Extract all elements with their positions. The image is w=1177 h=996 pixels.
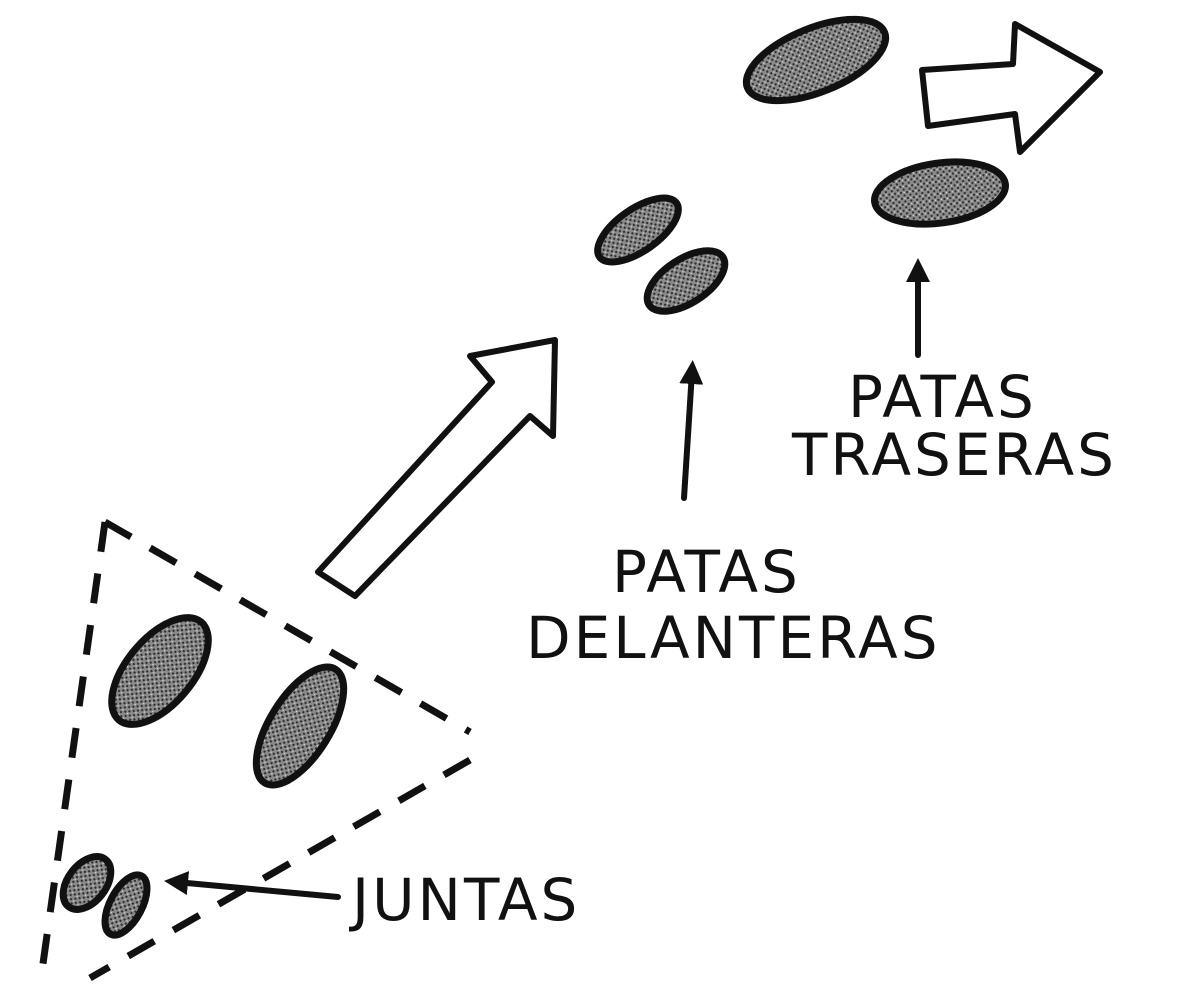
joined-print-lower [101,871,151,939]
movement-arrow-upper [919,21,1103,155]
movement-arrow-lower [315,337,558,599]
dashed-group-outline [36,518,472,986]
hind-label-line1: PATAS [848,363,1037,431]
joined-label: JUNTAS [349,866,580,934]
joined-pointer-arrow [164,871,341,900]
front-print-lower [643,247,729,315]
hind-print-upper [742,15,890,105]
joined-print-upper [59,853,115,913]
front-label-line2: DELANTERAS [526,604,941,672]
front-pointer-arrow [679,360,704,501]
wedge-print-left [108,614,212,728]
hind-print-lower [871,158,1009,228]
wedge-print-right [252,663,348,789]
hind-label-line2: TRASERAS [791,421,1117,489]
front-label-line1: PATAS [612,538,801,606]
front-print-upper [594,194,682,266]
